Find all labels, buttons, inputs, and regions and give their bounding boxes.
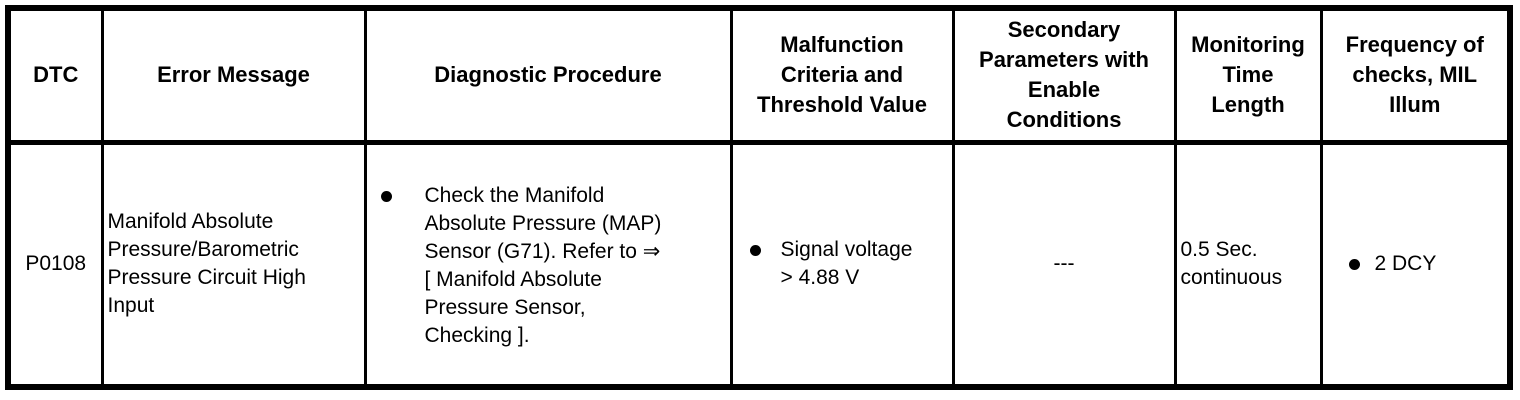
- col-header-error-message: Error Message: [100, 6, 367, 145]
- col-header-secondary-parameters: Secondary Parameters with Enable Conditi…: [951, 6, 1177, 145]
- col-header-diagnostic-procedure: Diagnostic Procedure: [363, 6, 733, 145]
- cell-error-message: Manifold Absolute Pressure/Barometric Pr…: [100, 140, 367, 389]
- diagnostic-procedure-text: Check the Manifold Absolute Pressure (MA…: [424, 183, 662, 347]
- cell-monitoring-time: 0.5 Sec. continuous: [1173, 140, 1323, 389]
- malfunction-criteria-item: Signal voltage > 4.88 V: [749, 236, 952, 292]
- bullet-icon: [1348, 259, 1360, 271]
- bullet-icon: [380, 190, 392, 202]
- table-row: P0108 Manifold Absolute Pressure/Baromet…: [6, 140, 1512, 389]
- col-header-frequency-of-checks: Frequency of checks, MIL Illum: [1319, 6, 1512, 145]
- cell-malfunction-criteria: Signal voltage > 4.88 V: [729, 140, 955, 389]
- cell-secondary-parameters: ---: [951, 140, 1177, 389]
- diagnostic-procedure-item: Check the Manifold Absolute Pressure (MA…: [380, 182, 730, 350]
- bullet-icon: [749, 245, 761, 257]
- header-row: DTC Error Message Diagnostic Procedure M…: [6, 6, 1512, 145]
- col-header-monitoring-time: Monitoring Time Length: [1173, 6, 1323, 145]
- col-header-dtc: DTC: [6, 6, 104, 145]
- frequency-text: 2 DCY: [1374, 252, 1437, 276]
- cell-dtc-code: P0108: [6, 140, 104, 389]
- malfunction-criteria-text: Signal voltage > 4.88 V: [780, 238, 913, 290]
- frequency-item: 2 DCY: [1348, 250, 1508, 278]
- cell-diagnostic-procedure: Check the Manifold Absolute Pressure (MA…: [363, 140, 733, 389]
- dtc-table: DTC Error Message Diagnostic Procedure M…: [5, 5, 1513, 390]
- col-header-malfunction-criteria: Malfunction Criteria and Threshold Value: [729, 6, 955, 145]
- cell-frequency-of-checks: 2 DCY: [1319, 140, 1512, 389]
